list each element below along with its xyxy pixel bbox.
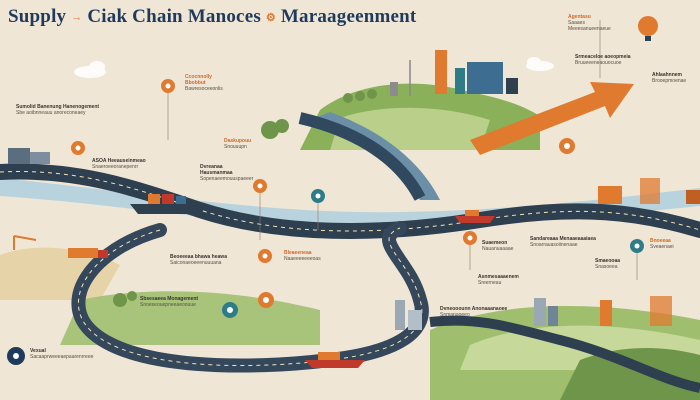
label-k: Sbsesaeea Monagement Snoeseouepneeaeoouu… [140, 296, 199, 308]
label-a: Sumolid Banenung Hanenogement Sbe aoibnn… [16, 104, 100, 116]
label-q: Dvneooounn Anonaaanaoee Snmanaoeeo [440, 306, 508, 318]
truck-icon [68, 248, 108, 258]
map-pin-icon [463, 231, 477, 245]
label-j: Bleaeeneaa Naaeeeeeeeoas [284, 250, 321, 262]
label-b: Ccocnnolly Bbobbut Bawresoceeonlis [185, 74, 223, 92]
cloud-icon [526, 57, 554, 71]
label-i: Beoeeeaa bhawa heawa Saiconaeoeeenuuuana [170, 254, 227, 266]
curve-road-up [298, 112, 426, 201]
map-pin-icon [222, 302, 238, 318]
label-m: Sandareaaa Menaaeaaaiaea Snoarrauasoiine… [530, 236, 596, 248]
main-road-centerline [0, 171, 700, 232]
beige-land-left [0, 247, 120, 300]
growth-arrow [470, 82, 634, 155]
ship-bottom [305, 352, 365, 368]
map-pin-icon [630, 239, 644, 253]
crane-icon [13, 235, 37, 250]
cloud-icon [74, 61, 106, 78]
title-part-3: Maraageenment [280, 6, 417, 27]
title-arrow-glyph: → [71, 11, 83, 24]
ship-orange [455, 210, 495, 223]
tree-cluster [113, 89, 377, 307]
map-pin-icon [161, 79, 175, 93]
label-l: Suaemeon Nauanuaaaae [482, 240, 514, 252]
label-g: Dvreanaa Hausmanmaa Sopenaeemouuspaeeer [200, 164, 254, 182]
label-c: Agentasu Saaaes Meeesanueenaeue [568, 14, 611, 32]
hill-dark-right [560, 348, 700, 400]
label-f: ASOA Heeauseinmeao Snaeroeeoranepenrr [92, 158, 146, 170]
factory-right [598, 178, 700, 204]
map-pin-icon [258, 292, 274, 308]
map-pin-icon [258, 249, 272, 263]
container-ship [130, 194, 205, 214]
city-bottom [395, 296, 672, 330]
label-r: Smaeooaa Snasoeea [595, 258, 621, 270]
label-d: Srmeaceloe aoeopmeia Bruueeeneaouocuoe [575, 54, 631, 66]
page-title: Supply → Ciak Chain Manoces ⚙ Maraageenm… [8, 6, 416, 28]
map-pin-icon [559, 138, 575, 154]
gear-icon: ⚙ [265, 12, 276, 25]
title-part-2: Ciak Chain Manoces [87, 6, 261, 27]
city-skyline [390, 50, 518, 96]
map-pin-icon [71, 141, 85, 155]
title-part-1: Supply [8, 6, 67, 27]
map-pin-icon [253, 179, 267, 193]
label-n: Asnmesaaaenem Sreerneau [478, 274, 519, 286]
label-o: Bnoeeaa Sveaenaei [650, 238, 674, 250]
factory-left [8, 148, 50, 164]
gear-icon [7, 347, 25, 365]
lower-road [429, 315, 700, 393]
label-h: Daskupouu Snouuupn [224, 138, 252, 150]
label-p: Vexual Sacaaprweeeaepaarenrreee [30, 348, 94, 360]
connector-lines [167, 20, 638, 280]
map-pin-icon [311, 189, 325, 203]
label-e: Ahlaahnnem Brooepmoenae [652, 72, 687, 84]
lightbulb-icon [638, 16, 658, 41]
loop-road [71, 221, 429, 373]
